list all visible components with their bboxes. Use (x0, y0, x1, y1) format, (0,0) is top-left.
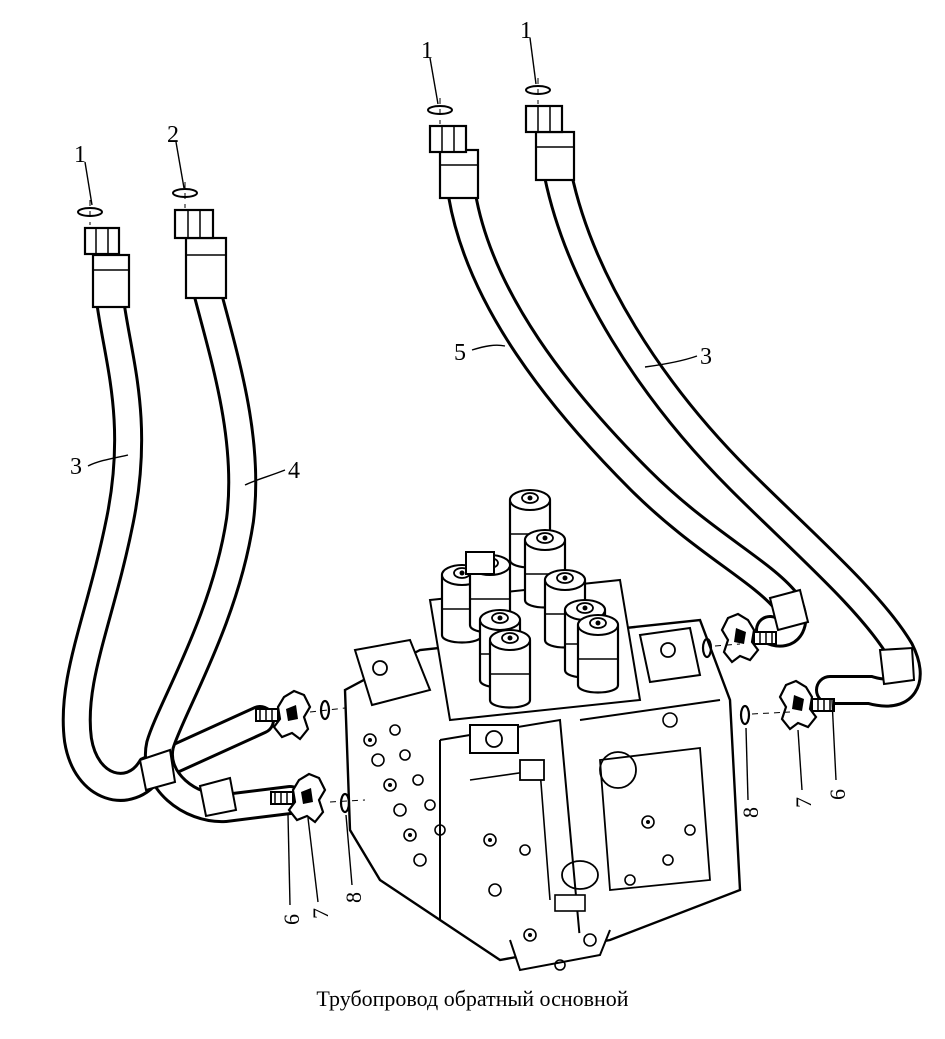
callout-6-right: 6 (825, 789, 850, 800)
leader-lines (84, 37, 837, 906)
callout-8-left: 8 (341, 892, 366, 903)
hose-5 (447, 180, 808, 648)
fitting-left-2 (173, 208, 228, 300)
callouts: 1 2 1 1 3 4 5 3 6 7 8 8 7 6 (70, 18, 850, 925)
hose-3-left (61, 285, 275, 802)
solenoid-stack (440, 488, 620, 709)
callout-3-right: 3 (700, 344, 712, 370)
oring-lower-right (739, 704, 751, 726)
callout-8-right: 8 (738, 807, 763, 818)
callout-7-right: 7 (791, 797, 816, 808)
callout-1-right: 1 (520, 18, 532, 44)
hose-4 (144, 280, 305, 824)
callout-7-left: 7 (308, 908, 333, 919)
hose-couplers (138, 588, 916, 818)
callout-1-mid: 1 (421, 38, 433, 64)
fitting-left-1 (83, 226, 131, 309)
callout-3-left: 3 (70, 454, 82, 480)
callout-4: 4 (288, 458, 300, 484)
valve-block (343, 578, 742, 972)
figure-caption: Трубопровод обратный основной (316, 986, 629, 1011)
assembly-axes (89, 78, 791, 803)
callout-5: 5 (454, 340, 466, 366)
fitting-right-2 (524, 104, 576, 182)
oring-lower-left (339, 792, 351, 814)
fitting-right-1 (428, 124, 480, 200)
callout-6-left: 6 (279, 914, 304, 925)
callout-2: 2 (167, 122, 179, 148)
callout-1-left: 1 (74, 142, 86, 168)
